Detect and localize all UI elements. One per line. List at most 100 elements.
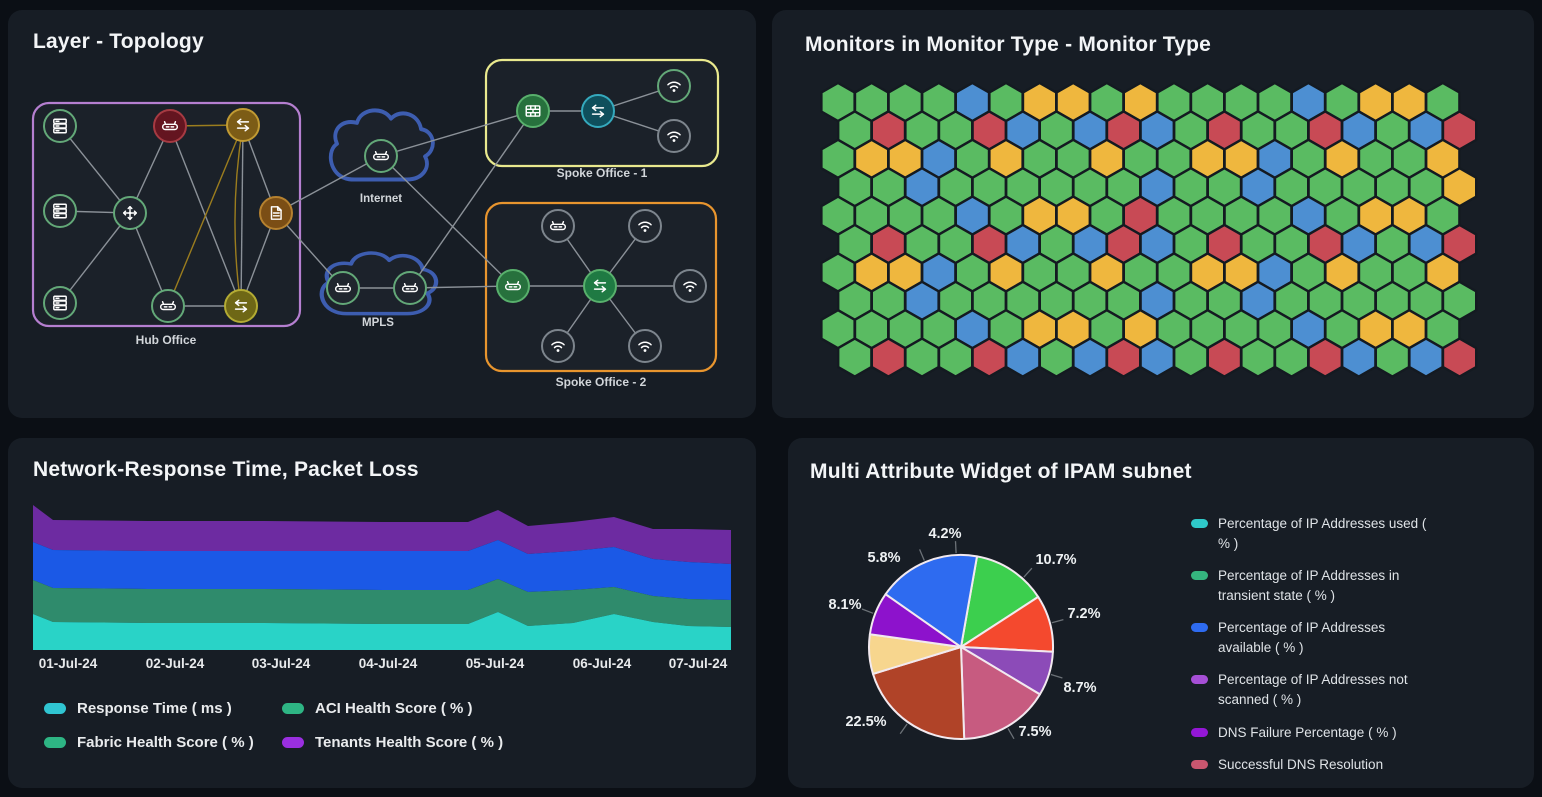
legend-label: Percentage of IP Addresses not scanned (… xyxy=(1218,672,1408,707)
legend-label: ACI Health Score ( % ) xyxy=(315,700,473,717)
topology-node-s1-w2-wifi-icon[interactable] xyxy=(657,119,691,153)
hex-cell[interactable] xyxy=(1139,337,1175,378)
pie-percent-label: 8.7% xyxy=(1063,680,1096,696)
topology-node-s2-rt-router-icon[interactable] xyxy=(541,209,575,243)
topology-node-sw-gold-switch-icon[interactable] xyxy=(226,108,260,142)
hex-cell[interactable] xyxy=(971,337,1008,378)
topology-node-r-red-router-icon[interactable] xyxy=(153,109,187,143)
legend-item[interactable]: Successful DNS Resolution xyxy=(1191,755,1526,775)
topology-node-s2-w2-wifi-icon[interactable] xyxy=(673,269,707,303)
hex-cell[interactable] xyxy=(1038,337,1075,378)
pie-label-line xyxy=(899,723,908,735)
legend-item[interactable]: Tenants Health Score ( % ) xyxy=(282,734,562,751)
topology-node-hub-hub4-icon[interactable] xyxy=(113,196,147,230)
legend-item[interactable]: Percentage of IP Addresses used ( % ) xyxy=(1191,514,1526,553)
topology-edge xyxy=(380,155,514,287)
honeycomb-grid xyxy=(820,81,1478,378)
hex-cell[interactable] xyxy=(1240,337,1276,378)
group-label-hub-office: Hub Office xyxy=(136,333,197,347)
panel-title-area: Network-Response Time, Packet Loss xyxy=(33,458,419,481)
legend-item[interactable]: Percentage of IP Addresses available ( %… xyxy=(1191,618,1526,657)
topology-node-fw-brown-doc-icon[interactable] xyxy=(259,196,293,230)
pie-slice[interactable] xyxy=(872,646,966,740)
pie-percent-label: 10.7% xyxy=(1035,552,1076,568)
pie-slice[interactable] xyxy=(884,553,978,648)
hex-cell[interactable] xyxy=(836,337,873,378)
topology-edge xyxy=(234,124,244,307)
legend-swatch-icon xyxy=(1191,519,1208,528)
hex-cell[interactable] xyxy=(1374,337,1411,378)
legend-item[interactable]: DNS Failure Percentage ( % ) xyxy=(1191,723,1526,743)
legend-item[interactable]: Percentage of IP Addresses in transient … xyxy=(1191,566,1526,605)
legend-label: Fabric Health Score ( % ) xyxy=(77,734,254,751)
topology-node-s2-w4-wifi-icon[interactable] xyxy=(628,329,662,363)
panel-topology: Layer - Topology Hub Office Spoke Office … xyxy=(8,10,756,418)
hex-cell[interactable] xyxy=(1408,337,1444,378)
topology-node-r-inet-router-icon[interactable] xyxy=(364,139,398,173)
legend-label: Percentage of IP Addresses available ( %… xyxy=(1218,620,1386,655)
legend-item[interactable]: Fabric Health Score ( % ) xyxy=(44,734,282,751)
pie-percent-label: 7.5% xyxy=(1018,724,1051,740)
area-band xyxy=(33,579,731,627)
pie-chart-canvas[interactable]: 4.2%10.7%7.2%8.7%7.5%22.5%8.1%5.8% xyxy=(788,438,1534,788)
topology-edge xyxy=(409,285,514,289)
topology-node-r-mpls1-router-icon[interactable] xyxy=(326,271,360,305)
topology-node-s1-w1-wifi-icon[interactable] xyxy=(657,69,691,103)
legend-label: Percentage of IP Addresses used ( % ) xyxy=(1218,516,1427,551)
hex-cell[interactable] xyxy=(1004,337,1041,378)
legend-swatch-icon xyxy=(44,737,66,748)
hex-cell[interactable] xyxy=(1307,337,1343,378)
legend-swatch-icon xyxy=(1191,727,1208,737)
panel-title-honeycomb: Monitors in Monitor Type - Monitor Type xyxy=(805,33,1211,56)
legend-item[interactable]: Response Time ( ms ) xyxy=(44,700,282,717)
pie-slice[interactable] xyxy=(960,646,1041,740)
topology-node-s1-server-icon[interactable] xyxy=(43,109,77,143)
legend-item[interactable]: ACI Health Score ( % ) xyxy=(282,700,562,717)
topology-node-s1-fw-firewall-icon[interactable] xyxy=(516,94,550,128)
topology-node-s2-server-icon[interactable] xyxy=(43,194,77,228)
topology-node-sw-olive-switch-icon[interactable] xyxy=(224,289,258,323)
topology-edge xyxy=(59,212,131,304)
topology-node-s2-w1-wifi-icon[interactable] xyxy=(628,209,662,243)
hex-cell[interactable] xyxy=(1441,337,1478,378)
hex-cell[interactable] xyxy=(1173,337,1209,378)
topology-node-s2-w3-wifi-icon[interactable] xyxy=(541,329,575,363)
topology-node-s2-r-router-icon[interactable] xyxy=(496,269,530,303)
group-label-spoke-office-1: Spoke Office - 1 xyxy=(557,166,648,180)
topology-node-s2-sw-switch-icon[interactable] xyxy=(583,269,617,303)
pie-chart: 4.2%10.7%7.2%8.7%7.5%22.5%8.1%5.8% xyxy=(828,526,1100,740)
pie-label-line xyxy=(1051,618,1064,624)
legend-swatch-icon xyxy=(1191,760,1208,770)
pie-slice[interactable] xyxy=(960,555,1040,648)
legend-swatch-icon xyxy=(1191,571,1208,581)
pie-label-line xyxy=(919,549,925,561)
area-band xyxy=(33,505,731,564)
honeycomb-canvas[interactable] xyxy=(772,10,1534,418)
legend-label: Tenants Health Score ( % ) xyxy=(315,734,504,751)
pie-percent-label: 8.1% xyxy=(828,597,861,613)
x-axis-label: 01-Jul-24 xyxy=(39,656,98,671)
legend-item[interactable]: Percentage of IP Addresses not scanned (… xyxy=(1191,670,1526,709)
hex-cell[interactable] xyxy=(1273,337,1310,378)
topology-node-r-mpls2-router-icon[interactable] xyxy=(393,271,427,305)
topology-edge xyxy=(167,124,244,307)
hex-cell[interactable] xyxy=(1206,337,1243,378)
topology-node-r-green-router-icon[interactable] xyxy=(151,289,185,323)
internet-label: Internet xyxy=(360,193,402,205)
hex-cell[interactable] xyxy=(870,337,907,378)
pie-percent-label: 4.2% xyxy=(928,526,961,542)
hex-cell[interactable] xyxy=(1105,337,1142,378)
panel-area-chart: Network-Response Time, Packet Loss 01-Ju… xyxy=(8,438,756,788)
hex-cell[interactable] xyxy=(904,337,940,378)
hex-cell[interactable] xyxy=(1072,337,1108,378)
panel-title-topology: Layer - Topology xyxy=(33,30,204,53)
topology-node-s3-server-icon[interactable] xyxy=(43,286,77,320)
hex-cell[interactable] xyxy=(937,337,974,378)
hex-cell[interactable] xyxy=(1341,337,1377,378)
topology-node-s1-sw-switch-icon[interactable] xyxy=(581,94,615,128)
mpls-label: MPLS xyxy=(362,317,394,329)
topology-edge xyxy=(59,125,131,214)
